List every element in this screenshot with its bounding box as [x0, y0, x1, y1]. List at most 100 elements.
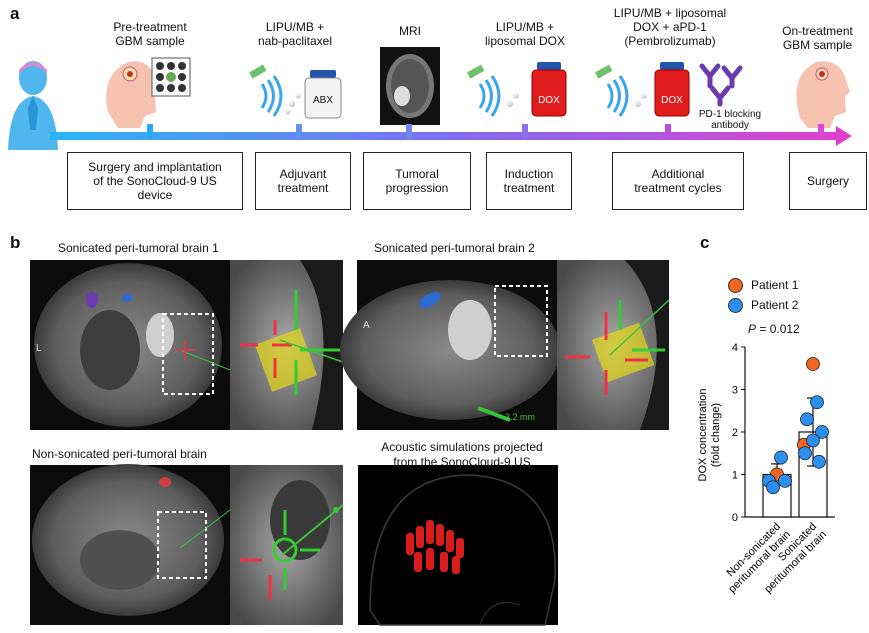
box-line: Surgery and implantation	[88, 160, 222, 174]
legend-label: Patient 1	[751, 278, 799, 292]
y-tick-label: 0	[732, 512, 738, 524]
step-line: MRI	[399, 24, 421, 38]
panel-a-letter: a	[10, 4, 20, 23]
step-label-nab: LIPU/MB + nab-paclitaxel	[240, 20, 350, 48]
panel-a-pictograms	[8, 47, 852, 150]
y-tick-label: 3	[732, 385, 738, 397]
data-point	[766, 480, 780, 495]
data-point	[798, 446, 812, 461]
step-line: GBM sample	[115, 34, 185, 48]
data-point	[778, 473, 792, 488]
y-axis-label-line1: DOX concentration	[697, 389, 709, 482]
mri-scale-readout: -2.2 mm	[502, 412, 536, 422]
panel-c-letter: c	[700, 233, 710, 252]
data-point	[815, 425, 829, 439]
chart-legend: Patient 1 Patient 2	[728, 275, 798, 315]
patient-figure-icon	[8, 61, 58, 150]
step-label-mri: MRI	[380, 24, 440, 38]
mri-zoom-sonicated-2	[557, 260, 670, 430]
antibody-label: PD-1 blocking antibody	[690, 109, 770, 131]
panel-b-images	[30, 260, 670, 626]
data-point	[812, 454, 826, 469]
panel-b-letter: b	[10, 233, 21, 252]
timeline-arrow	[50, 124, 852, 146]
antibody-label-line: PD-1 blocking	[698, 109, 762, 120]
step-line: Pre-treatment	[113, 20, 187, 34]
step-line: (Pembrolizumab)	[624, 34, 716, 48]
p-value-symbol: P	[748, 322, 757, 336]
data-point	[806, 357, 820, 371]
step-label-on-treatment: On-treatment GBM sample	[770, 24, 865, 52]
box-line: device	[137, 188, 173, 202]
chart-ticks: 0 1 2 3 4	[732, 342, 745, 524]
box-line: treatment	[503, 181, 555, 195]
step-label-pre-treatment: Pre-treatment GBM sample	[90, 20, 210, 48]
vial-abx-label: ABX	[312, 95, 333, 106]
box-surgery: Surgery	[789, 152, 867, 210]
y-tick-label: 1	[732, 470, 738, 482]
step-line: LIPU/MB +	[265, 20, 325, 34]
box-line: of the SonoCloud-9 US	[93, 174, 217, 188]
box-line: Induction	[504, 167, 554, 181]
box-line: Adjuvant	[279, 167, 327, 181]
box-line: progression	[385, 181, 449, 195]
legend-dot-icon	[728, 297, 743, 313]
legend-item-patient-1: Patient 1	[728, 275, 798, 295]
antibody-label-line: antibody	[711, 120, 749, 131]
step-line: On-treatment	[782, 24, 853, 38]
box-line: Surgery	[806, 174, 850, 188]
ultrasound-dox-icon	[467, 62, 567, 117]
y-tick-label: 4	[732, 342, 738, 354]
ultrasound-abx-icon	[249, 64, 342, 119]
legend-label: Patient 2	[751, 298, 799, 312]
vial-dox-label-1: DOX	[538, 95, 560, 106]
head-sample-icon	[106, 57, 191, 129]
label-sonicated-2: Sonicated peri-tumoral brain 2	[374, 241, 535, 255]
step-label-apd1: LIPU/MB + liposomal DOX + aPD-1 (Pembrol…	[595, 6, 745, 48]
step-line: LIPU/MB +	[495, 20, 555, 34]
step-label-liposomal-dox: LIPU/MB + liposomal DOX	[470, 20, 580, 48]
y-tick-label: 2	[732, 427, 738, 439]
mri-zoom-non-sonicated	[230, 465, 344, 625]
mri-thumbnail-icon	[380, 47, 440, 125]
step-line: DOX + aPD-1	[633, 20, 707, 34]
dox-bar-chart: 0 1 2 3 4 DOX concentration (fold change) No…	[697, 342, 835, 596]
mri-marker-l: L	[36, 343, 42, 354]
legend-item-patient-2: Patient 2	[728, 295, 798, 315]
mri-zoom-sonicated-1	[230, 260, 344, 430]
label-line: Acoustic simulations projected	[381, 440, 543, 454]
mri-non-sonicated	[30, 464, 231, 625]
step-line: nab-paclitaxel	[257, 34, 333, 48]
head-on-treatment-icon	[796, 61, 850, 129]
data-point	[806, 433, 820, 448]
box-line: Tumoral	[395, 167, 439, 181]
p-value: P = 0.012	[748, 322, 800, 336]
step-line: GBM sample	[782, 38, 853, 52]
data-point	[774, 450, 788, 465]
data-point	[810, 395, 824, 410]
mri-sonicated-2	[340, 260, 560, 430]
box-line: treatment	[277, 181, 329, 195]
acoustic-simulation-render	[358, 465, 558, 626]
legend-dot-icon	[728, 277, 743, 293]
mri-sonicated-1	[30, 260, 231, 430]
data-point	[800, 412, 814, 427]
ultrasound-dox-antibody-icon	[595, 62, 743, 117]
vial-dox-label-2: DOX	[661, 95, 683, 106]
label-sonicated-1: Sonicated peri-tumoral brain 1	[58, 241, 219, 255]
y-axis-label-line2: (fold change)	[710, 403, 722, 467]
chart-points	[762, 357, 829, 495]
box-line: treatment cycles	[634, 181, 722, 195]
mri-marker-a: A	[363, 320, 370, 331]
label-non-sonicated: Non-sonicated peri-tumoral brain	[32, 447, 207, 461]
box-line: Additional	[651, 167, 705, 181]
step-line: LIPU/MB + liposomal	[613, 6, 727, 20]
step-line: liposomal DOX	[484, 34, 566, 48]
p-value-text: = 0.012	[756, 322, 800, 336]
